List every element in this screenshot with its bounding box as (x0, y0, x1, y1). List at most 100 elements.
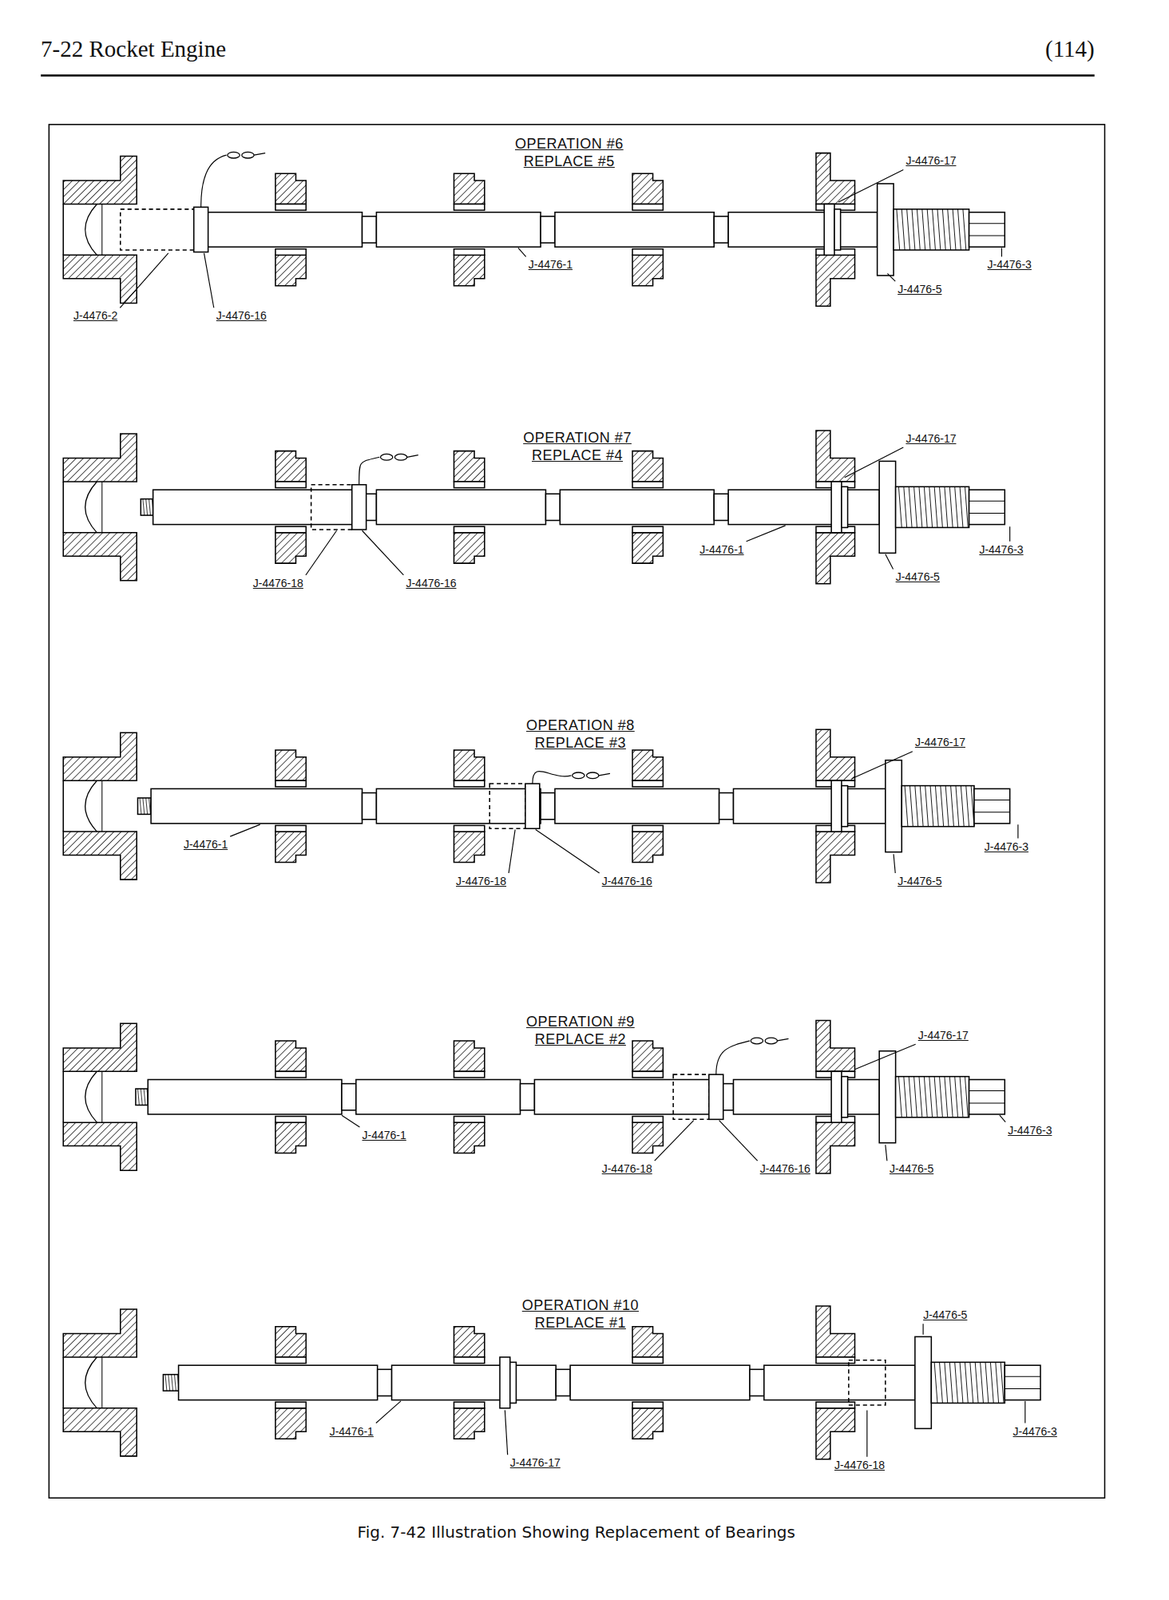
bore-outline (85, 1356, 98, 1408)
thread-line (137, 1088, 139, 1105)
cotter-pin (572, 772, 585, 779)
rear-bearing-housing (816, 831, 856, 883)
bearing-housing (632, 1407, 663, 1439)
bearing-housing (453, 1040, 484, 1071)
adapter-plate (831, 1070, 842, 1122)
threaded-stub (140, 499, 153, 516)
front-housing (63, 1308, 137, 1357)
front-housing (63, 532, 137, 581)
bearing-housing (453, 1326, 484, 1357)
shaft-neck (341, 1083, 357, 1110)
part-number: J-4476-1 (329, 1425, 374, 1438)
hex-flat (974, 799, 1011, 801)
shaft-section (147, 1079, 342, 1114)
thread-line (939, 1076, 944, 1118)
thread-line (955, 486, 959, 528)
leader-line (885, 1144, 888, 1161)
bearing-shell (632, 481, 663, 488)
screw (893, 209, 970, 250)
thread-line (934, 1361, 938, 1403)
bearing-housing (275, 254, 306, 286)
screw (895, 486, 970, 528)
bearing-shell (453, 203, 484, 211)
thread-line (942, 209, 946, 250)
front-housing (63, 254, 137, 303)
adapter-plate (834, 209, 841, 250)
thread-line (934, 1076, 938, 1118)
housing-edge (62, 481, 64, 533)
bearing-housing (275, 1121, 306, 1153)
collar (352, 484, 367, 530)
leader-line (341, 1114, 360, 1127)
thread-line (940, 785, 944, 827)
shaft-section (764, 1364, 916, 1399)
part-number: J-4476-16 (760, 1162, 811, 1175)
threaded-stub (162, 1374, 179, 1391)
thread-line (966, 785, 970, 827)
bore-outline (85, 1070, 98, 1122)
thread-line (925, 785, 929, 827)
bearing-shell (632, 249, 663, 256)
hex-nut (969, 489, 1006, 524)
part-number: J-4476-16 (602, 875, 653, 888)
part-number: J-4476-17 (510, 1456, 561, 1469)
adapter-sleeve (120, 209, 195, 250)
bearing-shell (275, 526, 306, 533)
shaft-neck (540, 792, 555, 820)
thread-line (923, 1076, 928, 1118)
thread-line (919, 785, 924, 827)
thread-line (168, 1374, 171, 1391)
thread-line (955, 1076, 959, 1118)
bearing-shell (275, 780, 306, 787)
bearing-housing (275, 173, 306, 204)
header-rule (40, 74, 1095, 77)
thread-line (970, 1361, 974, 1403)
bore-outline (85, 203, 98, 255)
page-header: 7-22 Rocket Engine (40, 36, 226, 63)
leader-line (844, 447, 904, 478)
part-number: J-4476-3 (978, 543, 1023, 556)
part-number: J-4476-1 (528, 258, 573, 271)
thread-line (927, 209, 931, 250)
bearing-shell (453, 1070, 484, 1078)
rear-bearing-housing (816, 1407, 856, 1459)
hex-flat (969, 222, 1006, 224)
cotter-pin (227, 151, 240, 159)
cotter-pin (241, 151, 254, 159)
bearing-housing (453, 749, 484, 781)
thread-line (896, 209, 900, 250)
front-housing (63, 1022, 137, 1071)
part-number: J-4476-5 (923, 1308, 967, 1321)
bearing-shell (632, 1356, 663, 1364)
part-number: J-4476-17 (905, 154, 956, 167)
part-number: J-4476-18 (455, 875, 507, 888)
rear-bearing-housing (816, 532, 856, 584)
leader-line (719, 1120, 758, 1162)
bearing-housing (632, 749, 663, 781)
thread-line (139, 797, 142, 814)
thread-line (939, 1361, 944, 1403)
thread-line (142, 499, 145, 516)
bearing-shell (275, 1356, 306, 1364)
thread-line (945, 785, 949, 827)
operation-title: REPLACE #5 (523, 154, 615, 171)
bearing-shell (632, 203, 663, 211)
shaft-section (728, 212, 878, 247)
bearing-shell (453, 1116, 484, 1123)
housing-edge (62, 780, 64, 832)
leader-line (999, 1114, 1006, 1122)
thread-line (911, 209, 916, 250)
bearing-shell (632, 780, 663, 787)
screw (895, 1076, 970, 1118)
shaft-section (559, 489, 714, 524)
bearing-housing (632, 451, 663, 482)
thread-line (923, 486, 928, 528)
thread-line (944, 486, 948, 528)
driver-ring (673, 1073, 710, 1119)
housing-edge (62, 203, 64, 255)
rear-bearing-housing (816, 430, 856, 482)
thread-line (949, 1361, 953, 1403)
shaft-neck (749, 1368, 765, 1395)
leader-line (1009, 526, 1011, 542)
